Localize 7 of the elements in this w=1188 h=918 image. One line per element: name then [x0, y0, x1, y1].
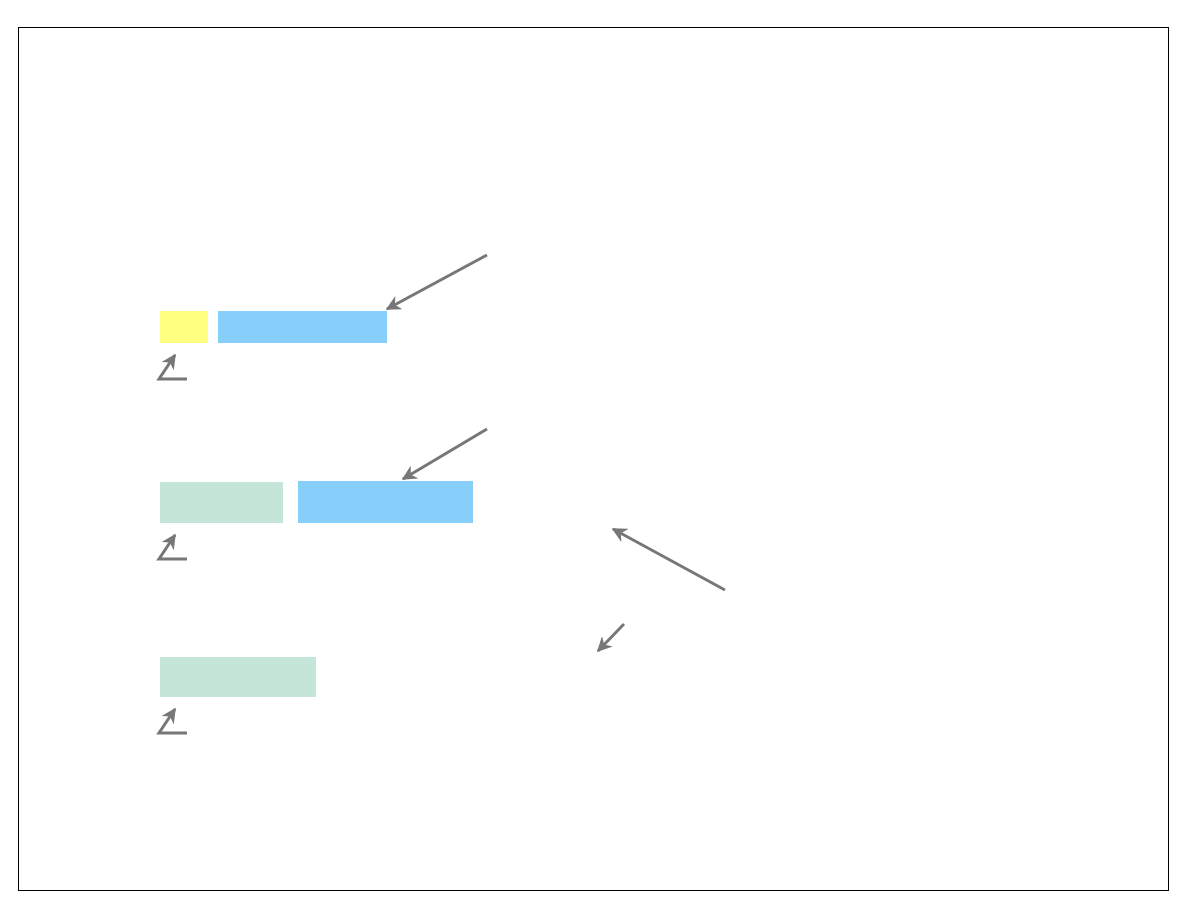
arrow: [401, 427, 488, 481]
gene-bar: [160, 657, 316, 697]
gene-bar: [218, 311, 387, 343]
gene-bar: [160, 482, 283, 523]
gene-bar: [160, 311, 208, 343]
arrow: [385, 253, 488, 311]
gene-bar: [298, 481, 473, 523]
